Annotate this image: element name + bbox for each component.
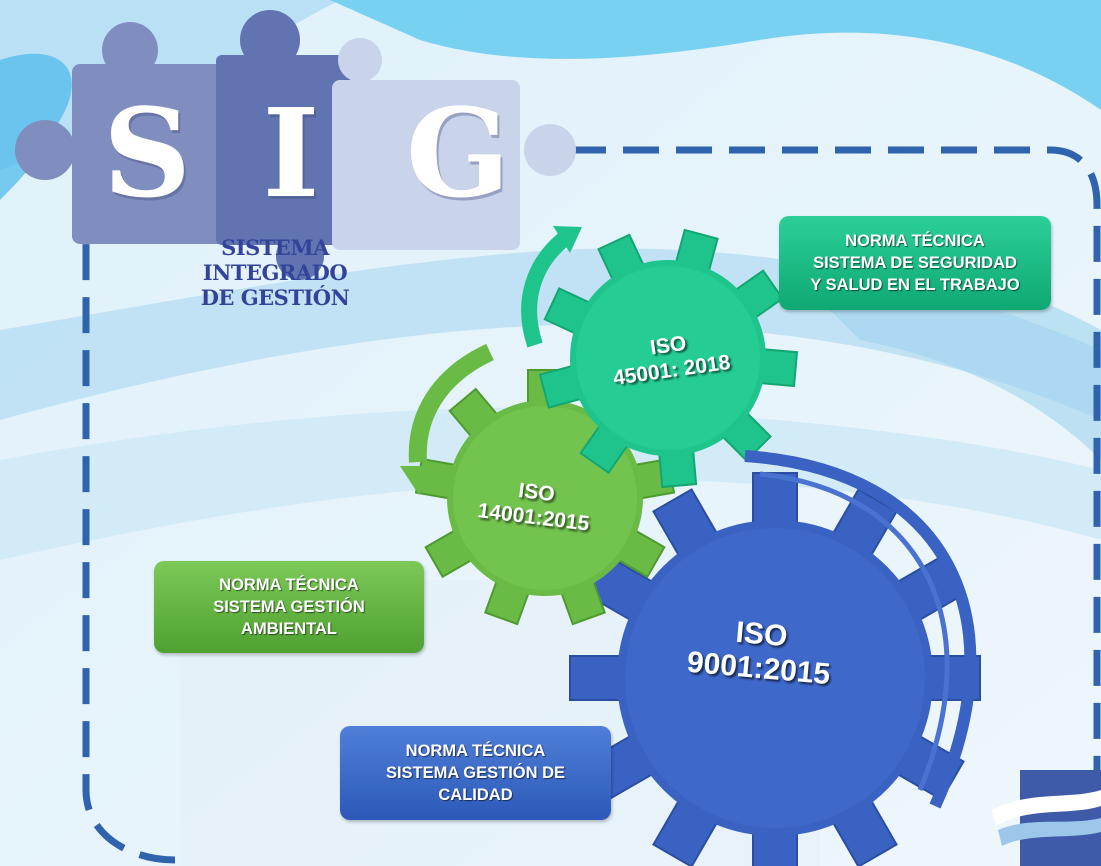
norm-box-quality-line3: CALIDAD	[438, 786, 513, 804]
arrow-safety-rotation	[521, 226, 582, 348]
norm-box-safety-line3: Y SALUD EN EL TRABAJO	[810, 276, 1020, 294]
logo-caption-line2: DE GESTIÓN	[200, 285, 350, 310]
logo-letter-s: S	[102, 81, 192, 225]
norm-box-safety-line2: SISTEMA DE SEGURIDAD	[813, 254, 1017, 272]
norm-box-quality-line1: NORMA TÉCNICA	[405, 742, 546, 760]
sig-puzzle-logo	[15, 10, 576, 280]
norm-box-quality: NORMA TÉCNICA SISTEMA GESTIÓN DE CALIDAD	[340, 726, 611, 820]
norm-box-environment: NORMA TÉCNICA SISTEMA GESTIÓN AMBIENTAL	[154, 561, 424, 653]
arrow-environment-rotation	[400, 343, 494, 495]
norm-box-environment-line3: AMBIENTAL	[241, 620, 337, 638]
norm-box-environment-line2: SISTEMA GESTIÓN	[213, 598, 365, 616]
arrow-quality-rotation	[744, 450, 977, 809]
norm-box-safety: NORMA TÉCNICA SISTEMA DE SEGURIDAD Y SAL…	[779, 216, 1051, 310]
gear-safety	[538, 228, 799, 489]
logo-caption: SISTEMA INTEGRADO DE GESTIÓN	[150, 235, 400, 310]
norm-box-quality-line2: SISTEMA GESTIÓN DE	[385, 764, 566, 782]
logo-letter-g: G	[405, 81, 511, 225]
norm-box-environment-line1: NORMA TÉCNICA	[219, 576, 359, 594]
background-wave-low	[0, 407, 1101, 560]
logo-caption-line1: SISTEMA INTEGRADO	[202, 235, 348, 285]
corner-brand-logo	[992, 770, 1101, 866]
background-wave-sky	[330, 0, 1101, 110]
norm-box-safety-line1: NORMA TÉCNICA	[845, 232, 985, 250]
dashed-frame	[82, 146, 1101, 866]
logo-letter-i: I	[262, 81, 320, 225]
